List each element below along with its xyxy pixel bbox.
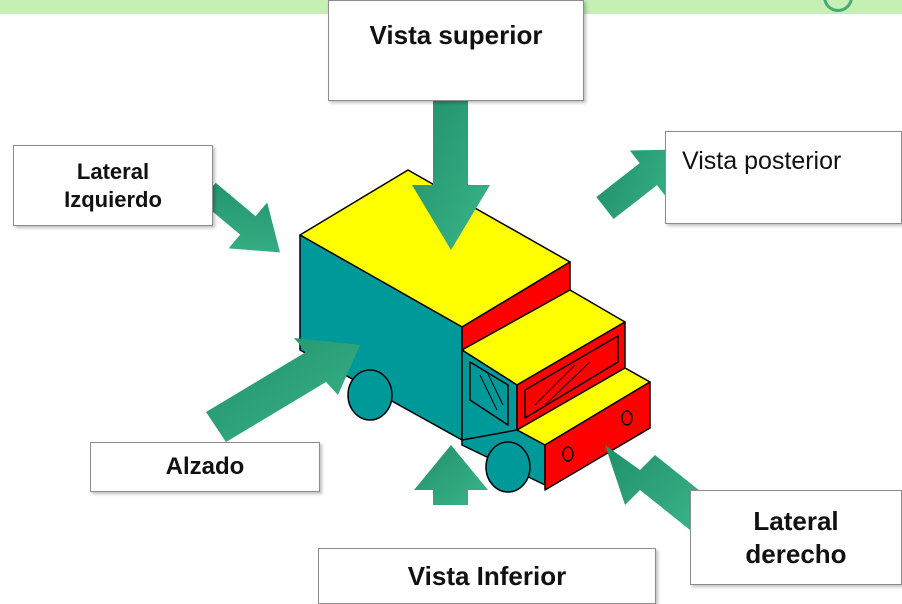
- arrow-right-lateral: [605, 445, 705, 530]
- label-vista-superior: Vista superior: [328, 0, 584, 101]
- label-alzado-text: Alzado: [165, 453, 245, 480]
- label-lateral-izquierdo: Lateral Izquierdo: [13, 145, 213, 226]
- label-lateral-derecho-line1: Lateral: [753, 506, 839, 536]
- label-alzado: Alzado: [90, 442, 320, 492]
- label-vista-inferior: Vista Inferior: [318, 548, 656, 604]
- label-vista-posterior-text: Vista posterior: [682, 147, 842, 175]
- label-vista-superior-text: Vista superior: [369, 20, 543, 50]
- hood-front: [544, 381, 651, 491]
- label-vista-posterior: Vista posterior: [665, 131, 902, 224]
- arrow-top: [412, 98, 490, 250]
- arrow-front: [206, 338, 360, 442]
- headlight-right: [621, 410, 633, 426]
- wheel-rear: [347, 369, 393, 421]
- arrows: [200, 98, 705, 530]
- windshield-glass: [524, 335, 619, 419]
- arrow-bottom: [414, 445, 488, 505]
- wheel-front: [485, 441, 531, 493]
- label-lateral-izquierdo-line2: Izquierdo: [64, 186, 162, 212]
- label-lateral-derecho-line2: derecho: [745, 538, 847, 569]
- label-lateral-izquierdo-line1: Lateral: [76, 159, 150, 184]
- label-vista-inferior-text: Vista Inferior: [407, 560, 567, 591]
- arrow-left-lateral: [200, 182, 281, 253]
- headlight-left: [562, 446, 574, 462]
- label-lateral-derecho: Lateral derecho: [690, 490, 902, 585]
- truck: [299, 169, 651, 493]
- arrow-back: [596, 149, 680, 220]
